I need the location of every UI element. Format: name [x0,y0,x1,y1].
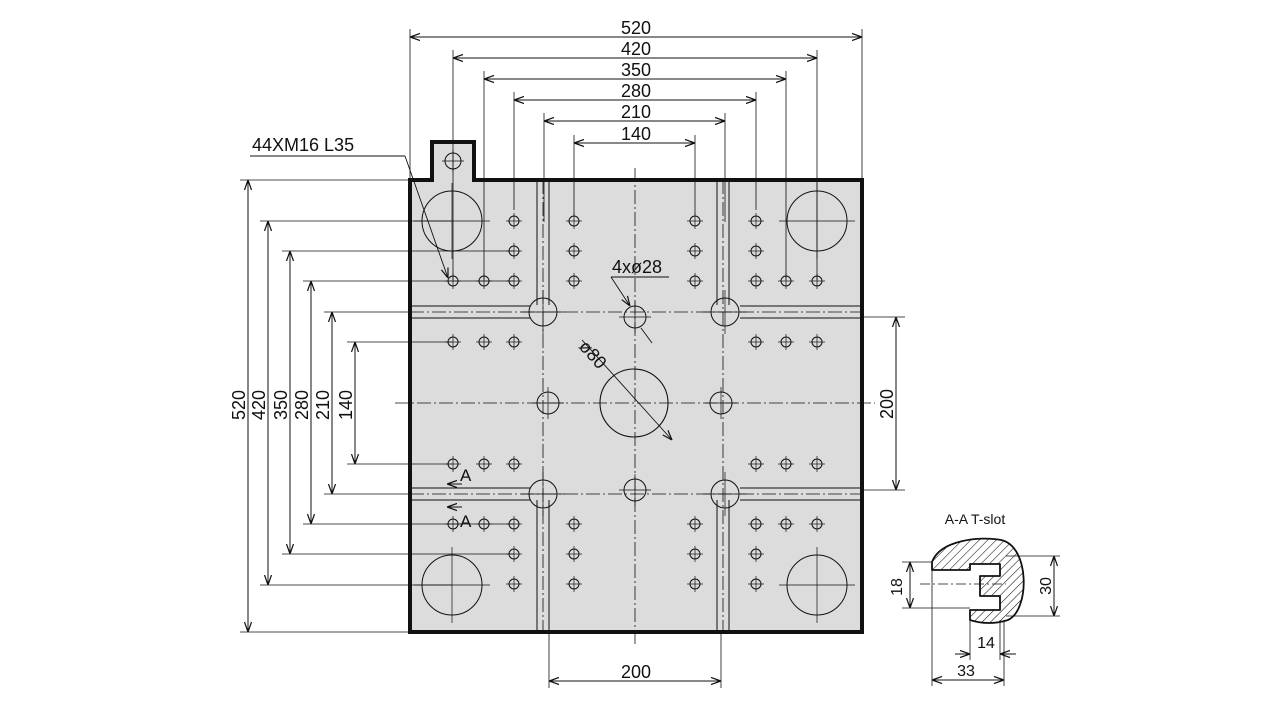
left-dim-label: 420 [249,390,269,420]
thread-holes-label: 44XM16 L35 [252,135,354,155]
threaded-hole [506,456,522,472]
top-dim-label: 350 [621,60,651,80]
threaded-hole [566,273,582,289]
small-bore-label: 4xø28 [612,257,662,277]
section-marks: A A [447,466,472,531]
threaded-hole [566,546,582,562]
threaded-hole [748,576,764,592]
top-dim-label: 280 [621,81,651,101]
bottom-dim-label: 200 [621,662,651,682]
top-dim-label: 420 [621,39,651,59]
threaded-hole [687,546,703,562]
threaded-hole [809,334,825,350]
threaded-hole [748,213,764,229]
threaded-hole [748,546,764,562]
left-dim-label: 520 [229,390,249,420]
left-dim-label: 280 [292,390,312,420]
small-bore [619,474,651,506]
top-dim-label: 140 [621,124,651,144]
threaded-hole [748,456,764,472]
left-dim-label: 210 [313,390,333,420]
small-bore [705,387,737,419]
threaded-hole [748,243,764,259]
threaded-hole [809,516,825,532]
threaded-hole [506,576,522,592]
right-dimension: 200 [862,316,905,491]
section-dim-neck: 14 [977,635,995,652]
threaded-hole [476,456,492,472]
extension-lines [240,29,863,633]
t-slot-profile [931,537,1025,624]
t-slots [410,180,862,632]
t-slot-section: A-A T-slot 30 18 14 33 [889,511,1060,686]
threaded-hole [687,213,703,229]
left-dim-label: 350 [271,390,291,420]
slot-bore [521,472,565,516]
threaded-hole [778,456,794,472]
section-dim-depth: 33 [957,663,975,680]
section-dim-slot: 18 [889,578,906,596]
threaded-hole [778,334,794,350]
threaded-hole [476,334,492,350]
threaded-hole [687,243,703,259]
threaded-hole [809,456,825,472]
slot-bore [521,290,565,334]
small-bore [532,387,564,419]
threaded-hole [566,213,582,229]
threaded-hole [506,334,522,350]
section-mark-top: A [460,466,472,485]
threaded-hole [748,516,764,532]
section-dim-height: 30 [1038,577,1055,595]
threaded-hole [566,516,582,532]
thread-holes-callout: 44XM16 L35 [250,135,448,278]
threaded-hole [506,213,522,229]
slot-bore [703,290,747,334]
small-bore-callout: 4xø28 [610,257,669,344]
left-dim-label: 140 [336,390,356,420]
threaded-hole [687,576,703,592]
center-lines [395,168,875,645]
small-bore [619,301,651,333]
bottom-dimension: 200 [548,632,722,688]
right-dim-label: 200 [877,389,897,419]
threaded-hole [748,334,764,350]
center-bore [599,368,669,438]
threaded-hole [748,273,764,289]
section-mark-bottom: A [460,512,472,531]
slot-bore [703,472,747,516]
top-dim-label: 520 [621,18,651,38]
threaded-hole [687,516,703,532]
tie-bar-hole [779,547,855,623]
threaded-hole [778,516,794,532]
section-title: A-A T-slot [945,511,1006,527]
threaded-hole [566,243,582,259]
threaded-hole [566,576,582,592]
threaded-hole [687,273,703,289]
platen-outline [408,140,864,634]
top-dim-label: 210 [621,102,651,122]
